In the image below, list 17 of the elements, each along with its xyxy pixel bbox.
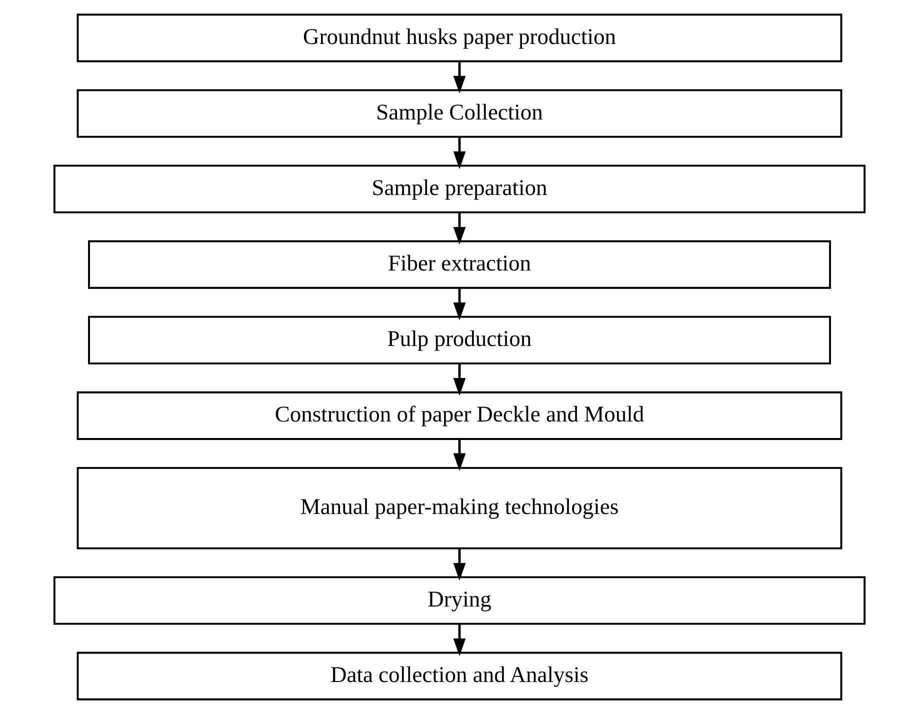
node-box: Fiber extraction (88, 240, 831, 289)
arrow (453, 624, 466, 656)
node-box: Pulp production (88, 316, 831, 364)
arrow (453, 439, 466, 471)
node-box: Drying (53, 576, 866, 625)
node-box: Sample Collection (76, 89, 842, 138)
arrow (453, 212, 466, 245)
node-box: Manual paper-making technologies (76, 466, 842, 550)
arrow (453, 62, 466, 94)
arrow (453, 364, 466, 396)
node-box: Construction of paper Deckle and Mould (76, 391, 842, 440)
node-box: Data collection and Analysis (76, 652, 842, 700)
arrow (453, 288, 466, 320)
arrow (453, 548, 466, 581)
arrow (453, 137, 466, 170)
node-box: Groundnut husks paper production (76, 14, 842, 62)
node-box: Sample preparation (53, 164, 866, 214)
